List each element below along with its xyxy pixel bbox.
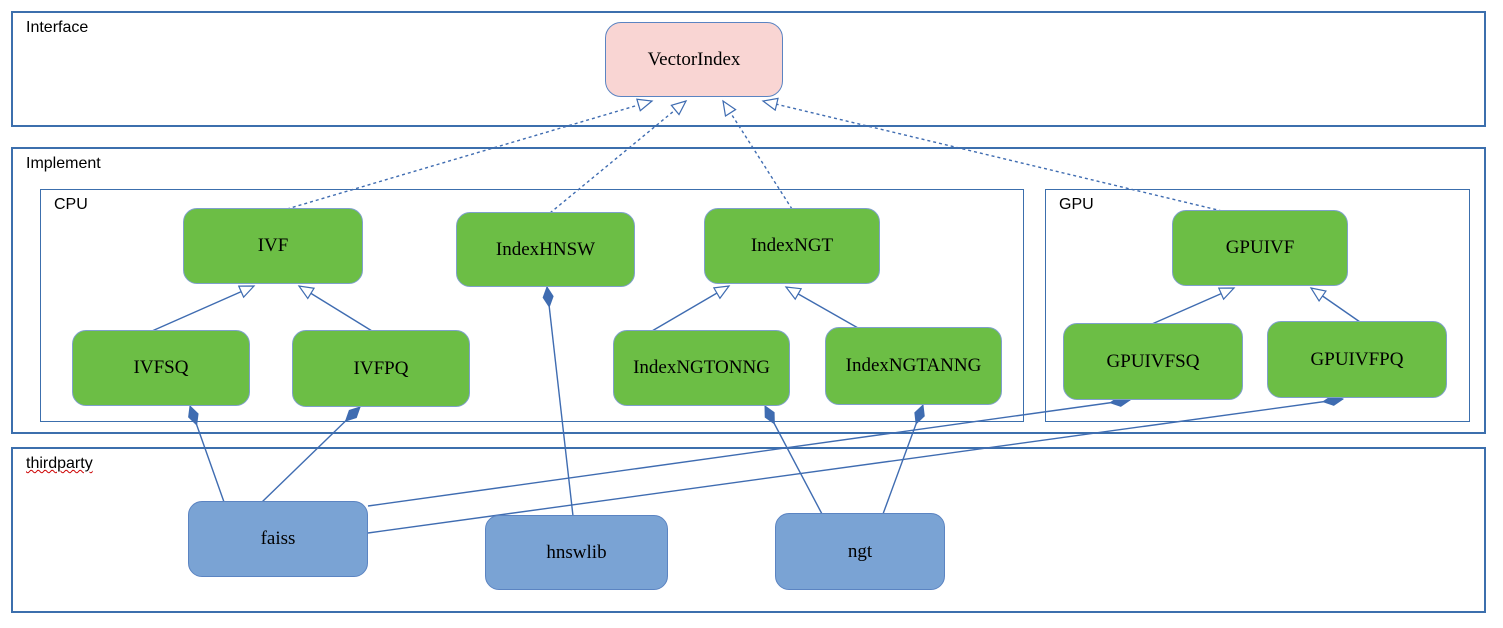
- container-interface-label: Interface: [26, 19, 89, 36]
- node-gpuivf[interactable]: GPUIVF: [1172, 210, 1348, 286]
- node-indexngtonng-label: IndexNGTONNG: [633, 357, 770, 378]
- node-indexhnsw-label: IndexHNSW: [495, 238, 596, 260]
- node-indexngtanng-label: IndexNGTANNG: [845, 355, 982, 376]
- container-cpu-label: CPU: [54, 196, 88, 213]
- node-hnswlib-label: hnswlib: [546, 541, 607, 563]
- node-hnswlib[interactable]: hnswlib: [485, 515, 668, 590]
- node-ivf[interactable]: IVF: [183, 208, 363, 284]
- node-gpuivfpq[interactable]: GPUIVFPQ: [1267, 321, 1447, 398]
- node-ivfsq-label: IVFSQ: [133, 357, 189, 378]
- node-vectorindex-label: VectorIndex: [647, 48, 741, 70]
- node-ngt[interactable]: ngt: [775, 513, 945, 590]
- container-implement-label: Implement: [26, 155, 101, 172]
- container-thirdparty-label: thirdparty: [26, 455, 93, 472]
- node-vectorindex[interactable]: VectorIndex: [605, 22, 783, 97]
- node-gpuivfsq-label: GPUIVFSQ: [1106, 350, 1200, 372]
- node-indexngtanng[interactable]: IndexNGTANNG: [825, 327, 1002, 405]
- node-faiss[interactable]: faiss: [188, 501, 368, 577]
- container-gpu-label: GPU: [1059, 196, 1094, 213]
- node-indexngt-label: IndexNGT: [750, 235, 834, 256]
- node-gpuivfpq-label: GPUIVFPQ: [1310, 348, 1404, 370]
- node-indexngt[interactable]: IndexNGT: [704, 208, 880, 284]
- node-ivf-label: IVF: [257, 235, 289, 256]
- node-indexhnsw[interactable]: IndexHNSW: [456, 212, 635, 287]
- node-gpuivfsq[interactable]: GPUIVFSQ: [1063, 323, 1243, 400]
- node-ivfpq[interactable]: IVFPQ: [292, 330, 470, 407]
- node-ngt-label: ngt: [847, 540, 873, 562]
- node-indexngtonng[interactable]: IndexNGTONNG: [613, 330, 790, 406]
- node-ivfsq[interactable]: IVFSQ: [72, 330, 250, 406]
- node-faiss-label: faiss: [260, 528, 296, 549]
- node-ivfpq-label: IVFPQ: [353, 357, 409, 379]
- node-gpuivf-label: GPUIVF: [1225, 237, 1295, 258]
